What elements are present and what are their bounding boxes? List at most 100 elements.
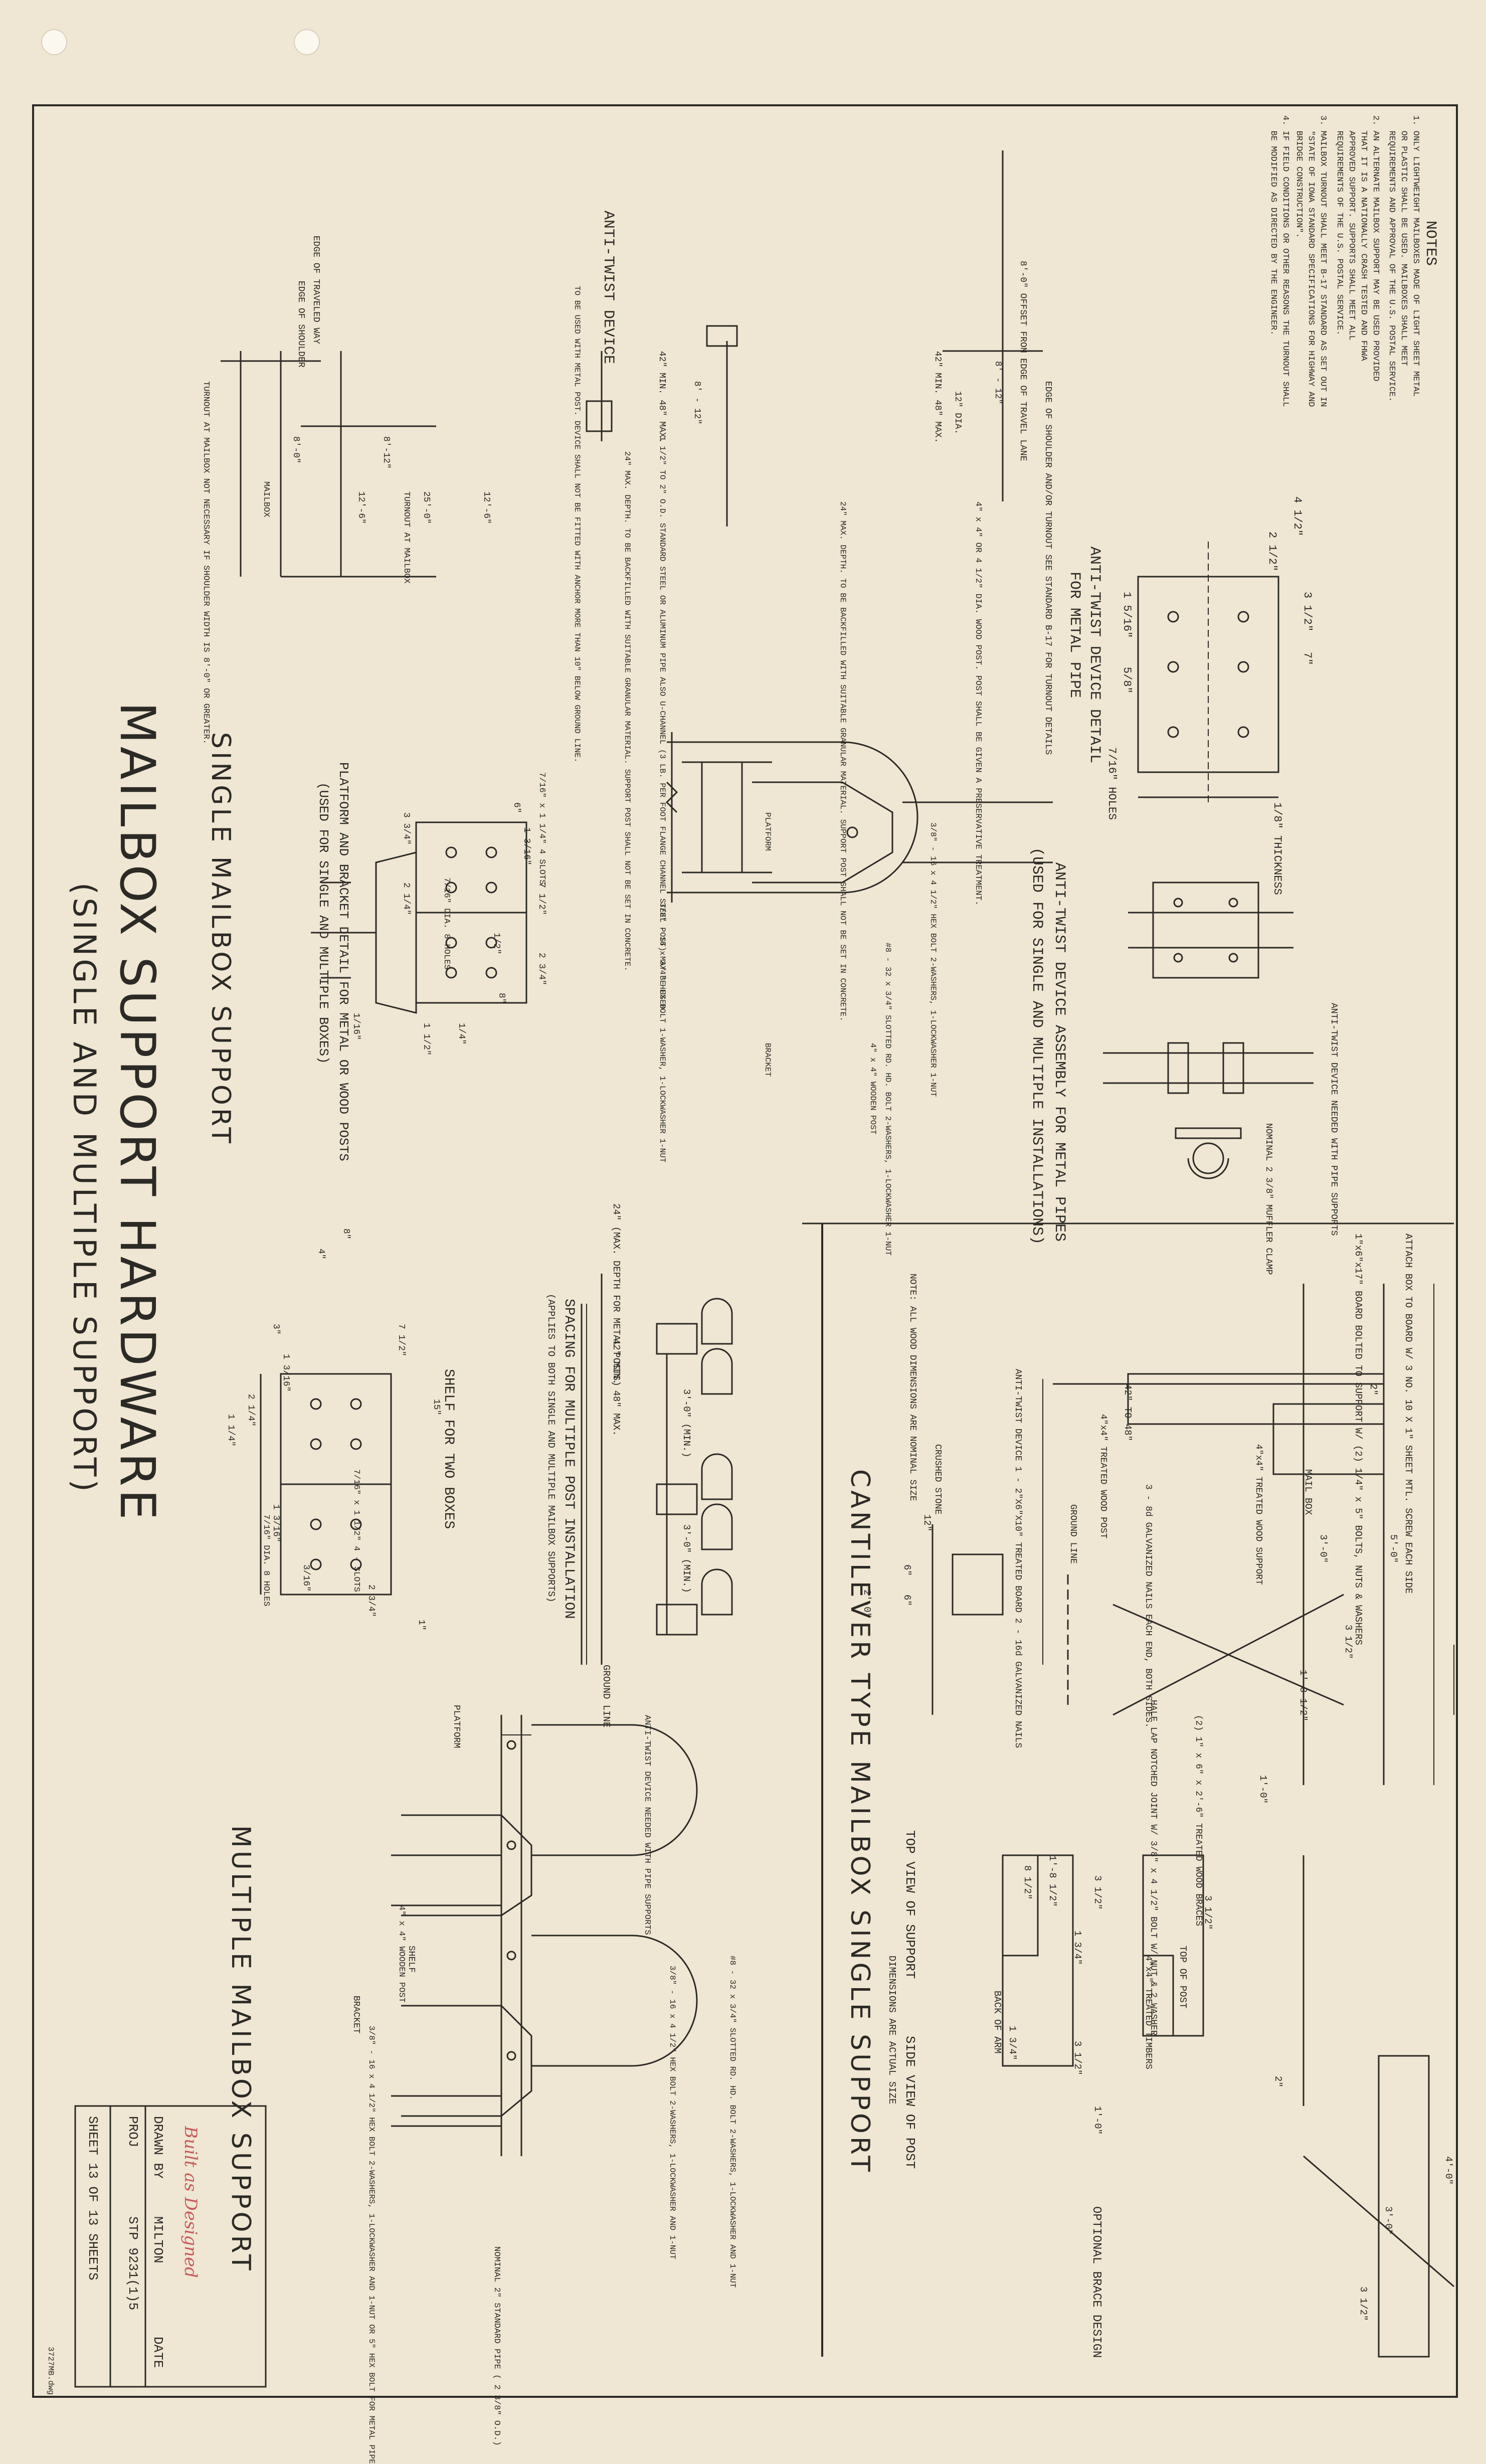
holes-label: 7/16" HOLES	[1105, 747, 1118, 820]
dim-label: 7 1/2"	[396, 1324, 406, 1356]
dim-label: 25'-0"	[421, 491, 431, 524]
anti-twist-assembly	[1103, 882, 1314, 1179]
dim-label: 8'-0"	[291, 436, 301, 464]
dim-label: 1'-8 1/2"	[1297, 1670, 1309, 1721]
cantilever-attach: ATTACH BOX TO BOARD W/ 3 NO. 10 X 1" SHE…	[1403, 1234, 1414, 1594]
multiple-support-section	[391, 1715, 698, 2156]
dim-label: 1 3/16"	[521, 827, 531, 865]
date-label: DATE	[150, 2337, 165, 2368]
cantilever-support-label: 4"x4" TREATED WOOD SUPPORT	[1253, 1444, 1263, 1585]
dim-label: 5/8"	[1121, 667, 1133, 693]
dim-label: 1 3/4"	[1072, 1930, 1083, 1965]
dim-label: 4'-0"	[1443, 2156, 1454, 2185]
dim-label: 2'-0"	[861, 1590, 872, 1619]
platform-slots: 7/16" x 1 1/4" 4 SLOTS	[537, 772, 546, 885]
dim-label: 3'-0"	[1318, 1534, 1329, 1563]
note-item: 2. AN ALTERNATE MAILBOX SUPPORT MAY BE U…	[1335, 115, 1380, 382]
anti-twist-assembly-title2: (USED FOR SINGLE AND MULTIPLE INSTALLATI…	[1028, 847, 1045, 1245]
note-item: 1. ONLY LIGHTWEIGHT MAILBOXES MADE OF LI…	[1387, 115, 1420, 402]
dim-label: 1 3/16"	[271, 1504, 281, 1542]
dim-label: 3 3/4"	[401, 812, 411, 845]
top-side-views	[1002, 1854, 1454, 2358]
cantilever-nails: 3 - 8d GALVANIZED NAILS EACH END, BOTH S…	[1143, 1484, 1153, 1728]
dim-label: 1 3/4"	[1007, 2026, 1018, 2060]
platform-caption2: (USED FOR SINGLE AND MULTIPLE BOXES)	[316, 782, 331, 1064]
multi-shelf-label: SHELF	[406, 1946, 416, 1973]
turnout-note: TURNOUT AT MAILBOX NOT NECESSARY IF SHOU…	[201, 381, 211, 745]
spacing-gap: 3'-0" (MIN.)	[681, 1524, 692, 1593]
dim-label: 1'-0"	[1257, 1775, 1268, 1804]
dim-label: 2 1/2"	[1266, 532, 1278, 572]
dim-label: 1'-8 1/2"	[1047, 1855, 1058, 1907]
thickness-label: 1/8" THICKNESS	[1271, 802, 1283, 895]
dia-label: 12" DIA.	[953, 391, 963, 435]
slotted-bolt-label: #8 - 32 x 3/4" SLOTTED RD. HD. BOLT 2-WA…	[883, 943, 892, 1256]
note-item: 4. IF FIELD CONDITIONS OR OTHER REASONS …	[1268, 115, 1290, 407]
multi-bolt-b: 3/8" - 16 x 4 1/2" HEX BOLT 2-WASHERS, 1…	[668, 1966, 677, 2259]
drawn-by-label: DRAWN BY	[150, 2116, 165, 2179]
dim-label: 3"	[271, 1324, 281, 1335]
anti-twist-detail-title: ANTI-TWIST DEVICE DETAIL	[1086, 547, 1103, 764]
platform-label: PLATFORM	[763, 812, 772, 851]
shelf-detail	[260, 1373, 392, 1596]
multi-bolt-c: 3/8" - 16 x 4 1/2" HEX BOLT 2-WASHERS, 1…	[367, 2026, 376, 2464]
cantilever-post: 4"x4" TREATED WOOD POST	[1098, 1414, 1108, 1539]
spacing-anti-twist: ANTI-TWIST DEVICE NEEDED WITH PIPE SUPPO…	[642, 1715, 652, 1935]
anchor-note: TO BE USED WITH METAL POST. DEVICE SHALL…	[573, 286, 582, 763]
dim-label: 2 3/4"	[366, 1585, 376, 1617]
edge-traveled-label: EDGE OF TRAVELED WAY	[311, 236, 321, 344]
dims-actual-note: DIMENSIONS ARE ACTUAL SIZE	[886, 1956, 897, 2104]
proj-label: PROJ	[125, 2116, 140, 2148]
note-item: 3. MAILBOX TURNOUT SHALL MEET B-17 STAND…	[1294, 115, 1328, 407]
sheet-number: SHEET 13 OF 13 SHEETS	[85, 2116, 100, 2280]
dim-label: 2 1/4"	[246, 1394, 256, 1427]
section-title-cantilever: CANTILEVER TYPE MAILBOX SINGLE SUPPORT	[845, 1469, 875, 2175]
spacing-height: 42" MIN. 48" MAX.	[611, 1339, 622, 1436]
backfill-note: 24" MAX. DEPTH. TO BE BACKFILLED WITH SU…	[838, 501, 847, 1021]
cantilever-ground: GROUND LINE	[1068, 1504, 1078, 1564]
dim-label: 3 1/2"	[1072, 2041, 1083, 2075]
dim-label: 5'-0"	[1388, 1534, 1399, 1563]
dim-label: 6"	[511, 802, 521, 813]
cantilever-reach: 42" TO 48"	[1122, 1384, 1133, 1442]
anti-twist-device-label: ANTI-TWIST DEVICE	[600, 211, 617, 365]
multi-pipe-label: NOMINAL 2" STANDARD PIPE ( 2 3/8" O.D.)	[492, 2246, 501, 2446]
multi-platform-label: PLATFORM	[451, 1705, 461, 1748]
shelf-holes: 7/16" DIA. 8 HOLES	[261, 1514, 271, 1607]
dim-label: 2"	[1272, 2076, 1283, 2087]
side-view-label: SIDE VIEW OF POST	[902, 2036, 917, 2169]
dim-label: 1'-0"	[1092, 2106, 1103, 2135]
dim-label: 2"	[1368, 1384, 1379, 1395]
back-of-arm-label: BACK OF ARM	[992, 1991, 1003, 2054]
dim-label: 1/4"	[456, 1023, 466, 1045]
shelf-title: SHELF FOR TWO BOXES	[441, 1369, 456, 1529]
dim-label: 1 1/4"	[226, 1414, 236, 1447]
top-of-post-label: TOP OF POST	[1177, 1946, 1188, 2009]
muffler-clamp-label: NOMINAL 2 3/8" MUFFLER CLAMP	[1263, 1123, 1273, 1275]
dim-label: 6"	[901, 1595, 912, 1606]
dim-label: 8"	[496, 993, 506, 1004]
cantilever-mailbox: MAIL BOX	[1303, 1469, 1314, 1515]
dim-label: 12'-6"	[356, 491, 366, 524]
dim-label: 3 1/2"	[1202, 1895, 1213, 1930]
dim-label: 3/16"	[301, 1564, 311, 1592]
dim-label: 8 1/2"	[1022, 1865, 1033, 1900]
dim-label: 1 1/2"	[421, 1023, 431, 1055]
dim-label: 3 1/2"	[1301, 592, 1314, 632]
dim-label: 1/16"	[351, 1013, 361, 1040]
dim-label: 4 1/2"	[1291, 496, 1304, 537]
drawing-title: MAILBOX SUPPORT HARDWARE	[109, 702, 165, 1523]
built-as-designed-stamp: Built as Designed	[180, 2126, 201, 2278]
section-title-single: SINGLE MAILBOX SUPPORT	[206, 732, 236, 1146]
dim-label: 1 3/16"	[281, 1354, 291, 1392]
dim-label: 1/2"	[491, 933, 501, 955]
drawing-subtitle: (SINGLE AND MULTIPLE SUPPORT)	[66, 883, 103, 1495]
turnout-at-label: TURNOUT AT MAILBOX	[402, 491, 411, 584]
cantilever-anti: ANTI-TWIST DEVICE 1 - 2"X6"X10" TREATED …	[1013, 1369, 1023, 1748]
optional-brace-label: OPTIONAL BRACE DESIGN	[1089, 2206, 1103, 2358]
notes-heading: NOTES	[1422, 221, 1439, 266]
dim-label: 3 1/2"	[1092, 1875, 1103, 1910]
cantilever-support	[932, 1284, 1454, 1785]
